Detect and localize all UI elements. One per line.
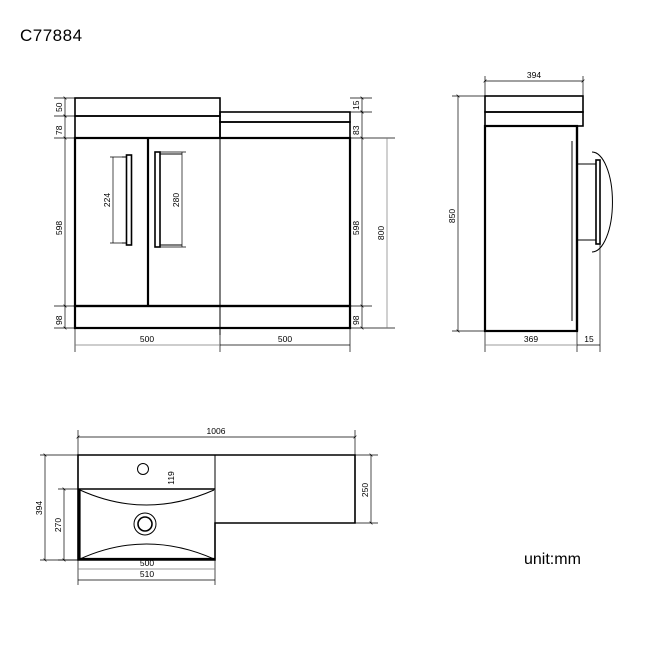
front-dim-counter-band: 83	[351, 125, 361, 135]
side-dim-handle-projection: 15	[584, 334, 594, 344]
side-cabinet-body	[483, 124, 579, 333]
plan-dim-bowl-depth: 270	[53, 518, 63, 532]
front-dim-basin-skirt-height: 78	[54, 125, 64, 135]
front-basin-top	[74, 97, 221, 117]
front-dim-left-width: 500	[140, 334, 154, 344]
front-dim-handle-right: 280	[171, 193, 181, 207]
plan-bowl-curve-bottom	[79, 543, 215, 560]
plan-dim-basin-width: 510	[140, 569, 154, 579]
plan-waste-outer	[133, 512, 157, 536]
side-handle-arc	[591, 151, 613, 253]
front-cabinet-body	[73, 136, 352, 308]
front-counter-lip	[219, 111, 351, 123]
front-handle-right	[154, 151, 161, 248]
plan-dim-bowl-width: 500	[140, 558, 154, 568]
plan-bowl-rect	[77, 488, 216, 561]
front-dim-overall-height: 800	[376, 226, 386, 240]
front-dim-plinth-height: 98	[54, 315, 64, 325]
front-elevation-view: 50 78 598 98 15 83 598 98 800	[54, 96, 395, 352]
plan-counter-outline	[77, 454, 356, 561]
unit-label: unit:mm	[524, 551, 581, 568]
side-dim-overall-height: 850	[447, 209, 457, 223]
front-counter-band	[219, 121, 351, 139]
front-handle-left	[125, 154, 133, 246]
plan-tap-hole	[137, 463, 149, 475]
side-counter-band	[484, 111, 584, 127]
page-title: C77884	[20, 26, 83, 45]
side-elevation-view: 394 850 369 15	[447, 70, 613, 352]
front-dim-counter-lip: 15	[351, 100, 361, 110]
plan-dim-tap-hole-offset: 119	[166, 471, 176, 485]
side-top-slab	[484, 95, 584, 113]
plan-bowl-curve-top	[79, 489, 215, 506]
side-handle-bar	[595, 159, 601, 245]
side-dim-cabinet-depth: 369	[524, 334, 538, 344]
front-dim-right-width: 500	[278, 334, 292, 344]
front-dim-basin-top-height: 50	[54, 102, 64, 112]
front-dim-handle-left: 224	[102, 193, 112, 207]
plan-waste-inner	[137, 516, 153, 532]
front-dim-plinth-height-right: 98	[351, 315, 361, 325]
front-basin-skirt	[74, 115, 221, 139]
plan-dim-overall-width: 1006	[207, 426, 226, 436]
front-dim-door-height: 598	[54, 221, 64, 235]
front-dim-door-height-right: 598	[351, 221, 361, 235]
front-plinth	[73, 304, 352, 330]
side-dim-top-depth: 394	[527, 70, 541, 80]
plan-view: 119 1006 394 270 250 500	[34, 426, 378, 585]
plan-dim-overall-depth: 394	[34, 501, 44, 515]
plan-dim-counter-depth-right: 250	[360, 483, 370, 497]
